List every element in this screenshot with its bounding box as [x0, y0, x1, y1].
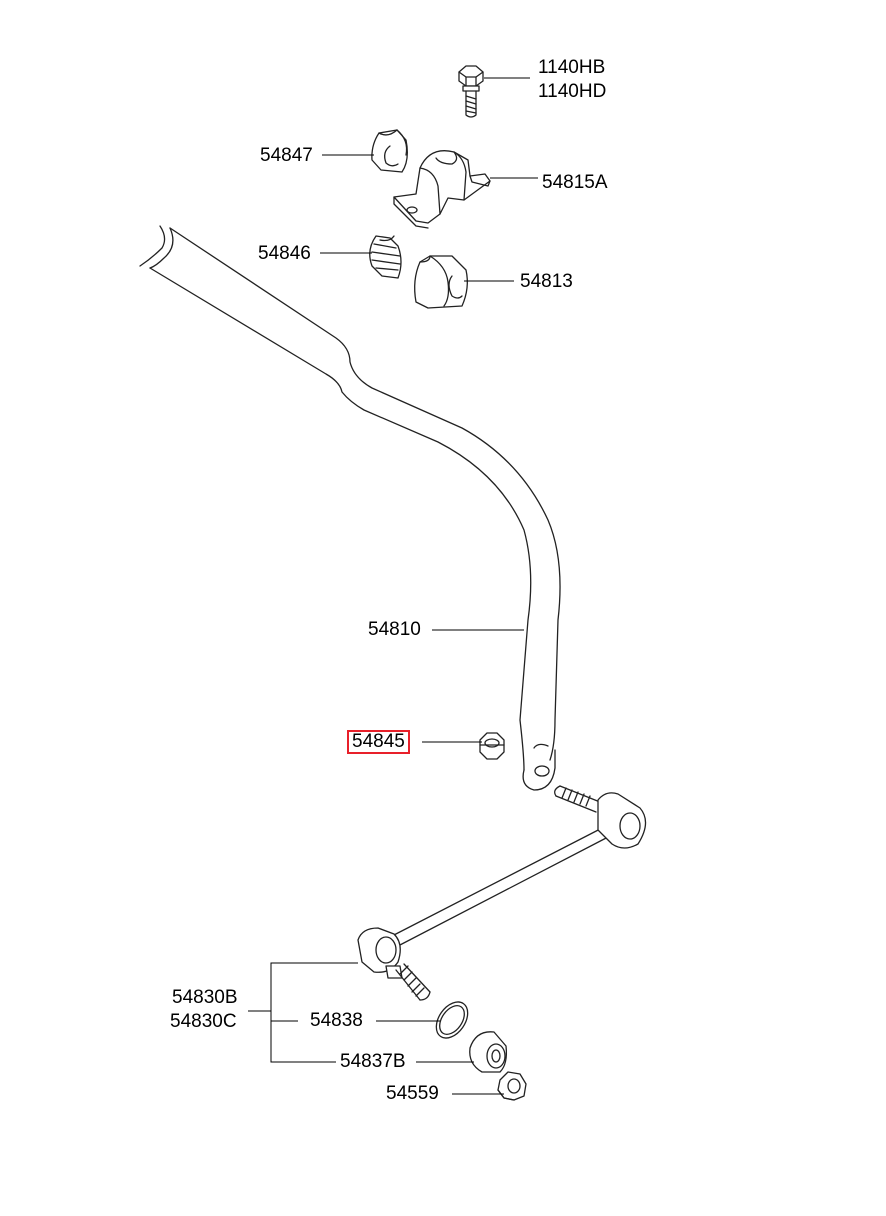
bushing-part[interactable] — [371, 129, 408, 173]
part-label-54830c[interactable]: 54830C — [170, 1011, 237, 1032]
bushing-part[interactable] — [414, 255, 468, 309]
o-ring-part[interactable] — [430, 996, 474, 1044]
flange-nut-part[interactable] — [497, 1071, 527, 1101]
part-label-54559[interactable]: 54559 — [386, 1083, 439, 1104]
part-label-54830b[interactable]: 54830B — [172, 987, 238, 1008]
leader-lines — [248, 77, 538, 1095]
part-label-54845-highlighted[interactable]: 54845 — [347, 730, 410, 754]
part-label-54838[interactable]: 54838 — [310, 1010, 363, 1031]
bracket-part[interactable] — [393, 150, 491, 229]
bolt-part[interactable] — [458, 65, 484, 118]
part-label-54846[interactable]: 54846 — [258, 243, 311, 264]
nut-part[interactable] — [479, 732, 505, 760]
stabilizer-bar-part[interactable] — [139, 225, 561, 791]
part-label-54813[interactable]: 54813 — [520, 271, 573, 292]
washer-part[interactable] — [469, 1031, 508, 1073]
part-label-54815a[interactable]: 54815A — [542, 172, 608, 193]
ring-bushing-part[interactable] — [369, 235, 402, 279]
part-label-1140hd[interactable]: 1140HD — [538, 81, 607, 102]
part-label-54847[interactable]: 54847 — [260, 145, 313, 166]
part-label-1140hb[interactable]: 1140HB — [538, 57, 606, 78]
part-label-54810[interactable]: 54810 — [368, 619, 421, 640]
part-label-54837b[interactable]: 54837B — [340, 1051, 406, 1072]
stabilizer-link-part[interactable] — [357, 785, 647, 1001]
